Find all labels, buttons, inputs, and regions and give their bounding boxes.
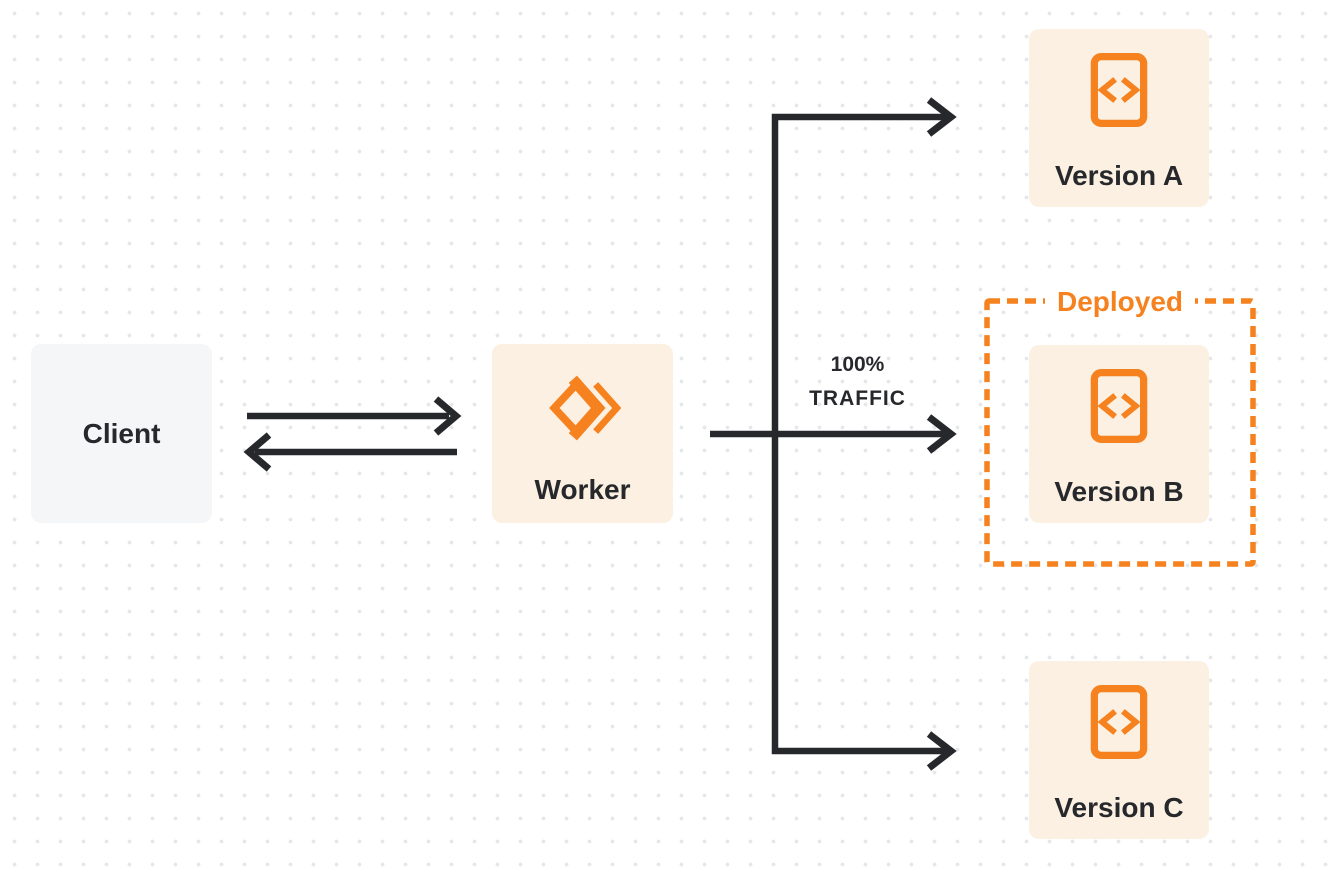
version-c-label: Version C (1054, 792, 1184, 823)
arrowhead-version-b (926, 414, 957, 454)
arrowhead-request (433, 396, 462, 436)
version-a-label: Version A (1054, 160, 1184, 191)
workers-logo-icon (545, 370, 621, 451)
worker-node: Worker (492, 344, 673, 523)
version-a-node: Version A (1029, 29, 1209, 207)
client-node: Client (31, 344, 212, 523)
version-c-node: Version C (1029, 661, 1209, 839)
arrowhead-version-c (926, 731, 957, 771)
traffic-caption: TRAFFIC (809, 387, 906, 410)
worker-label: Worker (534, 474, 631, 505)
deployed-label: Deployed (1044, 286, 1196, 318)
deployed-label-wrap: Deployed (985, 286, 1255, 318)
code-file-icon (1090, 52, 1148, 133)
traffic-label: 100% TRAFFIC (780, 348, 935, 416)
version-b-label: Version B (1054, 476, 1184, 507)
arrowhead-version-a (926, 97, 957, 137)
code-file-icon (1090, 368, 1148, 449)
version-b-node: Version B (1029, 345, 1209, 523)
client-label: Client (82, 417, 161, 449)
arrowhead-response (243, 432, 272, 472)
traffic-percent: 100% (830, 353, 885, 376)
code-file-icon (1090, 684, 1148, 765)
